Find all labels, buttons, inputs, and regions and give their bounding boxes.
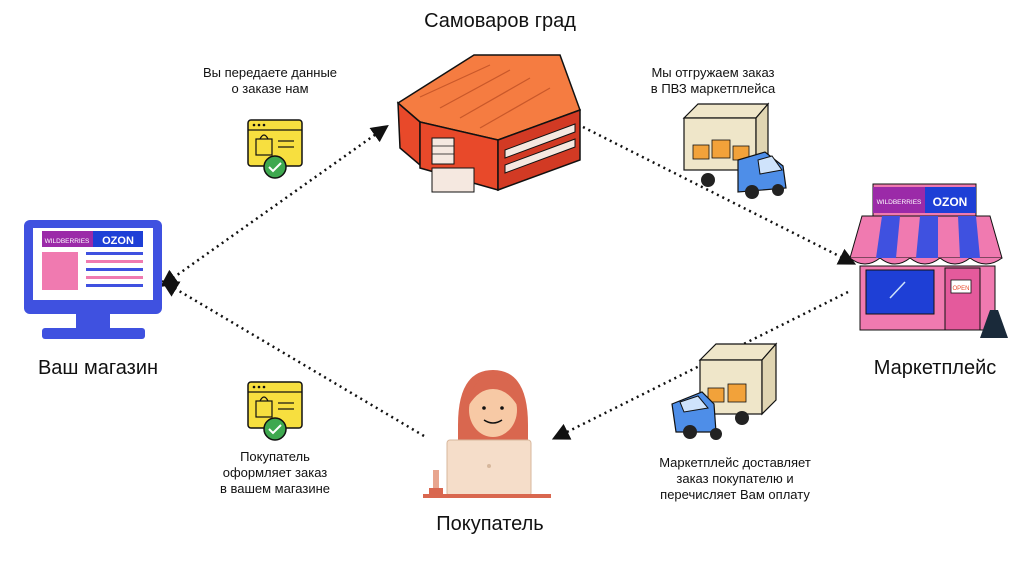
receipt-check-icon [247, 119, 303, 179]
step-send-data: Вы передаете данные о заказе нам [202, 65, 338, 96]
store-ozon-logo-text: OZON [933, 195, 968, 209]
arrow-warehouse-marketplace [582, 125, 857, 265]
step-place-order: Покупатель оформляет заказ в вашем магаз… [219, 449, 331, 496]
open-sign-text: OPEN [952, 286, 969, 292]
arrow-buyer-shop [160, 280, 425, 438]
computer-icon: WILDBERRIES OZON [24, 220, 162, 339]
warehouse-icon [396, 54, 581, 193]
warehouse-title: Самоваров град [424, 10, 576, 32]
delivery-truck-icon [682, 102, 787, 199]
store-wb-logo-text: WILDBERRIES [877, 199, 922, 206]
marketplace-store-icon: WILDBERRIES OZON OPEN [849, 183, 1008, 338]
step-ship-to-pvz: Мы отгружаем заказ в ПВЗ маркетплейса [650, 65, 776, 96]
marketplace-title: Маркетплейс [873, 357, 997, 379]
step-deliver: Маркетплейс доставляет заказ покупателю … [659, 455, 811, 502]
buyer-laptop-icon [423, 370, 551, 498]
delivery-truck-icon-2 [671, 342, 778, 440]
wb-logo-text: WILDBERRIES [45, 238, 90, 245]
shop-title: Ваш магазин [37, 357, 159, 379]
ozon-logo-text: OZON [102, 235, 134, 247]
buyer-title: Покупатель [436, 513, 544, 535]
receipt-check-icon-2 [247, 381, 303, 441]
